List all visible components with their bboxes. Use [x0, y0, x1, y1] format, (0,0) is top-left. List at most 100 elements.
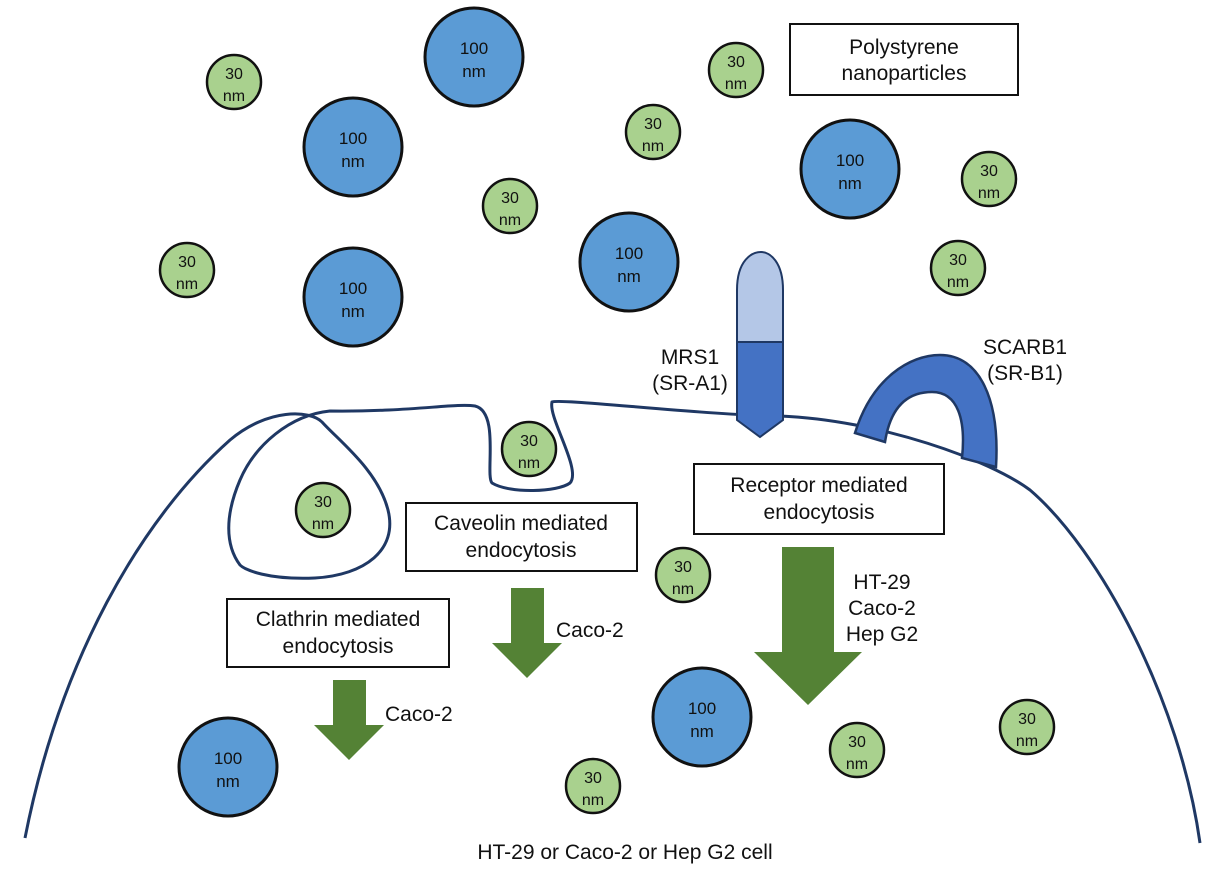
small-nanoparticle: 30 nm [929, 239, 987, 297]
large-nanoparticle: 100 nm [177, 716, 279, 818]
large-nanoparticle-label: 100 [836, 151, 864, 170]
small-nanoparticle-circle [998, 698, 1056, 756]
scarb1-label-line1: SCARB1 [983, 336, 1067, 359]
large-nanoparticle: 100 nm [423, 6, 525, 108]
small-nanoparticle-circle [707, 41, 765, 99]
small-nanoparticle-label: 30 [848, 734, 866, 751]
small-nanoparticle-circle [294, 481, 352, 539]
small-nanoparticle: 30 nm [500, 420, 558, 478]
mrs1-receptor-bottom [736, 341, 784, 439]
receptor-endocytosis-box: Receptor mediated endocytosis [693, 463, 945, 535]
large-nanoparticle-label: 100 [339, 279, 367, 298]
large-nanoparticle-label: nm [462, 62, 486, 81]
large-nanoparticle-label: nm [341, 152, 365, 171]
small-nanoparticle: 30 nm [205, 53, 263, 111]
small-nanoparticle-label: 30 [949, 252, 967, 269]
small-nanoparticle-circle [205, 53, 263, 111]
small-nanoparticle-label: nm [312, 516, 334, 533]
caveolin-endocytosis-box: Caveolin mediated endocytosis [405, 502, 638, 572]
small-nanoparticle-label: 30 [501, 190, 519, 207]
large-nanoparticle: 100 nm [302, 246, 404, 348]
small-nanoparticle-circle [654, 546, 712, 604]
small-nanoparticle-label: nm [176, 276, 198, 293]
small-nanoparticle: 30 nm [828, 721, 886, 779]
small-nanoparticle: 30 nm [654, 546, 712, 604]
large-nanoparticle-circle [578, 211, 680, 313]
caveolin-label-line1: Caveolin mediated [434, 512, 608, 535]
large-nanoparticle-circle [799, 118, 901, 220]
large-nanoparticle-circle [651, 666, 753, 768]
receptor-label-line2: endocytosis [764, 501, 875, 524]
receptor-arrow [754, 547, 862, 705]
small-nanoparticle-circle [564, 757, 622, 815]
small-nanoparticle: 30 nm [998, 698, 1056, 756]
scarb1-receptor [853, 353, 998, 469]
small-nanoparticle-label: 30 [225, 66, 243, 83]
small-nanoparticle-label: nm [725, 76, 747, 93]
small-nanoparticle-circle [158, 241, 216, 299]
polystyrene-label-line2: nanoparticles [842, 62, 967, 85]
small-nanoparticle-label: 30 [178, 254, 196, 271]
large-nanoparticle-label: nm [617, 267, 641, 286]
polystyrene-label-line1: Polystyrene [849, 36, 959, 59]
large-nanoparticle-circle [423, 6, 525, 108]
large-nanoparticle-circle [302, 96, 404, 198]
small-nanoparticle-circle [481, 177, 539, 235]
small-nanoparticle-label: nm [672, 581, 694, 598]
clathrin-label-line2: endocytosis [283, 635, 394, 658]
receptor-label-line1: Receptor mediated [730, 474, 907, 497]
polystyrene-label-box: Polystyrene nanoparticles [789, 23, 1019, 96]
large-nanoparticle-label: 100 [460, 39, 488, 58]
small-nanoparticle-circle [929, 239, 987, 297]
large-nanoparticle-label: nm [838, 174, 862, 193]
small-nanoparticle-label: nm [1016, 733, 1038, 750]
large-nanoparticle: 100 nm [651, 666, 753, 768]
small-nanoparticle-label: 30 [1018, 711, 1036, 728]
clathrin-label-line1: Clathrin mediated [256, 608, 421, 631]
small-nanoparticle: 30 nm [707, 41, 765, 99]
small-nanoparticle-label: nm [518, 455, 540, 472]
small-nanoparticle-label: nm [846, 756, 868, 773]
small-nanoparticle-label: nm [223, 88, 245, 105]
small-nanoparticle-label: 30 [674, 559, 692, 576]
large-nanoparticle-label: nm [216, 772, 240, 791]
small-nanoparticle-label: nm [499, 212, 521, 229]
small-nanoparticle-circle [828, 721, 886, 779]
small-nanoparticle: 30 nm [624, 103, 682, 161]
small-nanoparticle-label: 30 [980, 163, 998, 180]
caveolin-arrow-label: Caco-2 [556, 619, 624, 642]
small-nanoparticle-label: 30 [584, 770, 602, 787]
small-nanoparticle-label: nm [642, 138, 664, 155]
small-nanoparticle-label: 30 [644, 116, 662, 133]
small-nanoparticle-label: 30 [727, 54, 745, 71]
small-nanoparticle-label: 30 [314, 494, 332, 511]
large-nanoparticle-label: 100 [339, 129, 367, 148]
clathrin-arrow-label: Caco-2 [385, 703, 453, 726]
large-nanoparticle-circle [302, 246, 404, 348]
receptor-arrow-label-2: Caco-2 [848, 597, 916, 620]
large-nanoparticle-label: 100 [615, 244, 643, 263]
mrs1-label-line1: MRS1 [661, 346, 719, 369]
large-nanoparticle-label: 100 [214, 749, 242, 768]
large-nanoparticle-label: 100 [688, 699, 716, 718]
caveolin-label-line2: endocytosis [466, 539, 577, 562]
receptor-arrow-label-3: Hep G2 [846, 623, 918, 646]
mrs1-receptor-top [736, 250, 784, 343]
small-nanoparticle-label: 30 [520, 433, 538, 450]
large-nanoparticle: 100 nm [302, 96, 404, 198]
large-nanoparticle: 100 nm [578, 211, 680, 313]
large-nanoparticle: 100 nm [799, 118, 901, 220]
small-nanoparticle-circle [624, 103, 682, 161]
scarb1-label-line2: (SR-B1) [987, 362, 1063, 385]
cell-caption: HT-29 or Caco-2 or Hep G2 cell [477, 841, 772, 864]
mrs1-receptor [736, 250, 784, 439]
small-nanoparticle: 30 nm [158, 241, 216, 299]
receptor-arrow-label-1: HT-29 [853, 571, 910, 594]
large-nanoparticle-label: nm [341, 302, 365, 321]
small-nanoparticle: 30 nm [294, 481, 352, 539]
small-nanoparticle-label: nm [947, 274, 969, 291]
large-nanoparticle-label: nm [690, 722, 714, 741]
